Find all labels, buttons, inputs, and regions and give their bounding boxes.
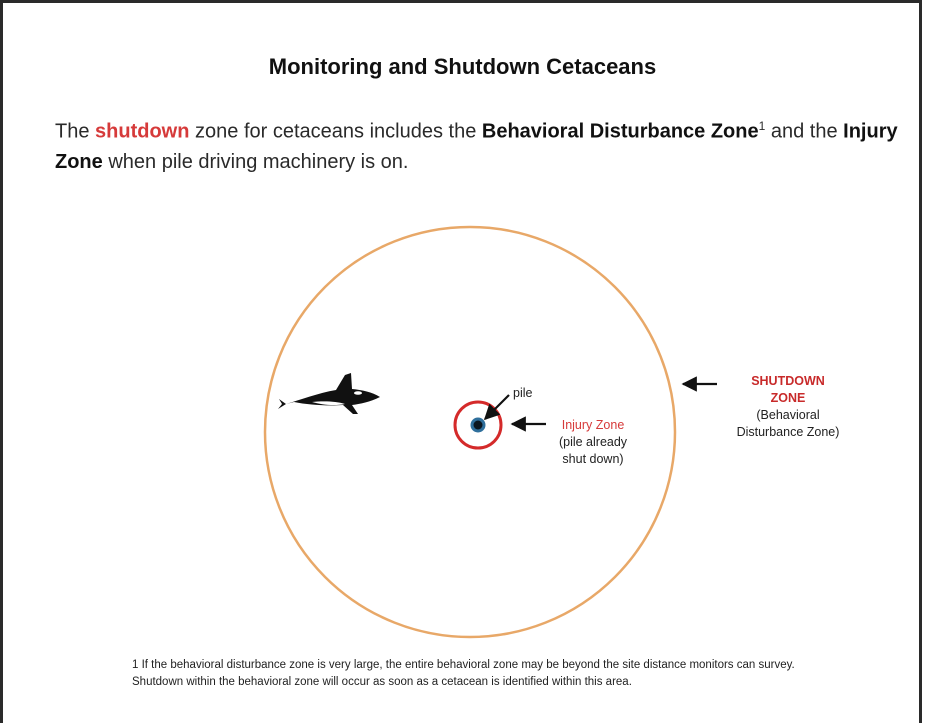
shutdown-zone-label-group: SHUTDOWN ZONE (Behavioral Disturbance Zo…	[714, 373, 862, 441]
shutdown-label-line-1: SHUTDOWN	[751, 374, 825, 388]
shutdown-note-line-2: Disturbance Zone)	[736, 425, 840, 439]
injury-zone-term: Injury Zone	[55, 120, 898, 173]
injury-zone-note-line-2: shut down)	[562, 452, 624, 466]
shutdown-keyword: shutdown	[95, 120, 190, 143]
injury-zone-note-line-1: (pile already	[558, 435, 628, 449]
footnote-marker: 1	[758, 119, 766, 133]
injury-zone-label-group: Injury Zone (pile already shut down)	[543, 417, 643, 468]
intro-part-3: and the	[765, 120, 844, 143]
intro-part-2: zone for cetaceans includes the	[189, 120, 482, 143]
behavioral-disturbance-zone-term: Behavioral Disturbance Zone	[481, 120, 759, 143]
shutdown-note-line-1: (Behavioral	[756, 408, 820, 422]
intro-part-4: when pile driving machinery is on.	[102, 150, 409, 173]
injury-zone-label: Injury Zone	[561, 418, 625, 432]
shutdown-label-line-2: ZONE	[770, 391, 806, 405]
pile-icon	[470, 417, 486, 433]
orca-icon	[278, 373, 380, 414]
footnote: 1 If the behavioral disturbance zone is …	[132, 659, 795, 688]
intro-text: The shutdown zone for cetaceans includes…	[55, 111, 905, 177]
intro-part-1: The	[55, 120, 96, 143]
pile-label: pile	[513, 386, 533, 400]
injury-zone-circle	[453, 400, 503, 450]
slide-title: Monitoring and Shutdown Cetaceans	[268, 54, 657, 79]
shutdown-zone-circle	[263, 225, 677, 639]
pile-arrow	[483, 394, 510, 421]
